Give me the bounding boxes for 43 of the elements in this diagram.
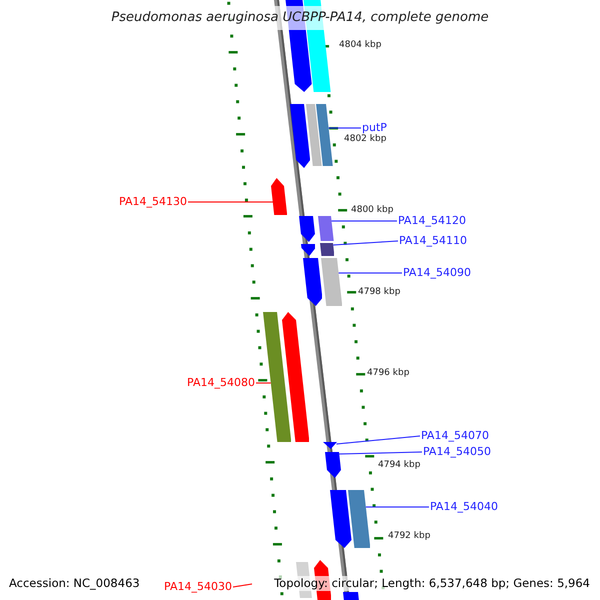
genome-info-text: Accession: NC_008463 — [9, 576, 140, 591]
scale-label: 4802 kbp — [344, 134, 386, 145]
gene-feature — [325, 452, 341, 478]
gene-feature — [323, 442, 337, 449]
leader-line — [256, 382, 272, 384]
gene-label: PA14_54120 — [398, 214, 466, 228]
gene-feature — [290, 104, 310, 168]
scale-label: 4804 kbp — [339, 40, 382, 51]
scale-label: 4796 kbp — [367, 368, 410, 379]
gene-feature — [263, 312, 292, 442]
gene-feature — [320, 243, 334, 256]
leader-line — [332, 240, 398, 246]
gene-label: PA14_54050 — [423, 445, 491, 459]
gene-feature — [318, 216, 334, 241]
gene-label: PA14_54080 — [187, 376, 255, 390]
leader-line — [336, 436, 420, 444]
scale-label: 4798 kbp — [358, 287, 400, 298]
scale-label: 4800 kbp — [351, 205, 394, 216]
gene-label: PA14_54090 — [403, 266, 471, 280]
gene-feature — [321, 258, 342, 306]
gene-label: PA14_54130 — [119, 195, 187, 209]
scale-label: 4794 kbp — [378, 460, 420, 471]
gene-feature — [330, 490, 352, 548]
gene-label: putP — [362, 121, 387, 135]
leader-line — [338, 272, 402, 274]
gene-feature — [270, 178, 288, 215]
gene-feature — [301, 244, 316, 256]
leader-line — [331, 220, 398, 222]
gene-label: PA14_54030 — [164, 580, 232, 594]
gene-label: PA14_54110 — [399, 234, 467, 248]
gene-label: PA14_54070 — [421, 429, 489, 443]
gene-feature — [299, 216, 315, 242]
leader-line — [365, 506, 430, 508]
genome-info-text: Topology: circular; Length: 6,537,648 bp; Genes: 5,964 — [274, 576, 590, 591]
gene-feature — [306, 104, 322, 166]
gene-feature — [282, 312, 310, 442]
gene-feature — [348, 490, 370, 548]
scale-label: 4792 kbp — [388, 531, 430, 542]
leader-line — [338, 452, 422, 454]
leader-line — [232, 584, 252, 588]
gene-feature — [316, 104, 333, 166]
gene-label: PA14_54040 — [430, 500, 498, 514]
gene-feature — [303, 258, 322, 306]
